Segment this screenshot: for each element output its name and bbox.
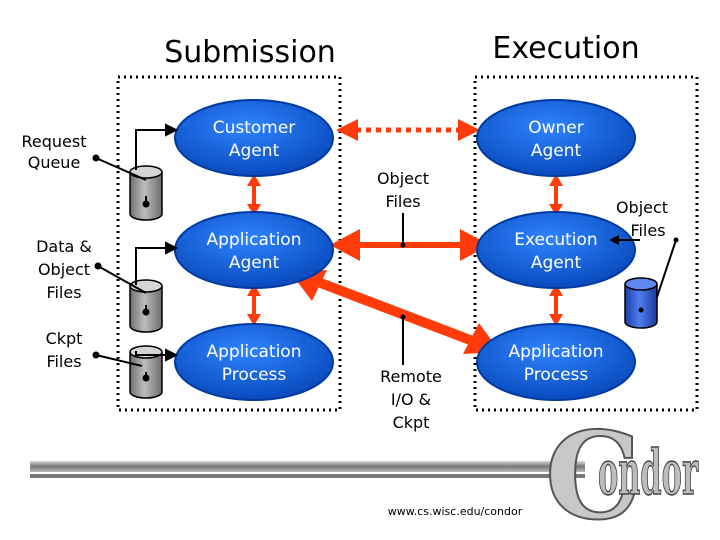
- owner-agent-line1: Owner: [528, 118, 584, 138]
- svg-text:Ckpt: Ckpt: [393, 413, 430, 432]
- svg-text:Queue: Queue: [28, 153, 81, 172]
- submission-process-line1: Application: [207, 342, 302, 362]
- condor-logo-initial: C: [545, 406, 641, 540]
- submission-application-process-node: Application Process: [174, 323, 334, 401]
- svg-text:Remote: Remote: [380, 367, 442, 386]
- left-connectors: [92, 123, 179, 382]
- submission-process-line2: Process: [222, 365, 287, 385]
- data-object-files-label: Data & Object Files: [36, 237, 92, 302]
- remote-io-ckpt-label: Remote I/O & Ckpt: [380, 314, 442, 432]
- svg-text:Object: Object: [616, 198, 668, 217]
- svg-text:Files: Files: [630, 221, 665, 240]
- customer-agent-line1: Customer: [213, 118, 296, 138]
- svg-text:Files: Files: [385, 192, 420, 211]
- condor-url-link[interactable]: www.cs.wisc.edu/condor: [388, 505, 523, 518]
- execution-agent-line2: Agent: [531, 253, 582, 273]
- application-agent-node: Application Agent: [174, 211, 334, 289]
- owner-agent-node: Owner Agent: [476, 99, 636, 177]
- submission-double-arrow-2: [247, 284, 261, 326]
- svg-text:I/O &: I/O &: [391, 390, 431, 409]
- submission-machine-box: [116, 75, 342, 412]
- request-queue-disk-icon: [129, 165, 163, 221]
- svg-text:Files: Files: [46, 352, 81, 371]
- condor-logo-rest: ondor: [598, 436, 699, 509]
- svg-text:Object: Object: [38, 260, 90, 279]
- application-agent-arrow: [330, 229, 490, 261]
- application-agent-line1: Application: [207, 230, 302, 250]
- execution-process-line1: Application: [509, 342, 604, 362]
- customer-owner-dotted-arrow: [336, 119, 480, 141]
- object-files-right-label: Object Files: [609, 198, 679, 301]
- execution-application-process-node: Application Process: [476, 323, 636, 401]
- request-queue-label: Request Queue: [22, 132, 87, 172]
- owner-agent-line2: Agent: [531, 141, 582, 161]
- object-files-center-label: Object Files: [377, 169, 429, 248]
- submission-double-arrow-1: [247, 174, 261, 216]
- ckpt-files-label: Ckpt Files: [46, 329, 83, 371]
- execution-process-line2: Process: [524, 365, 589, 385]
- execution-agent-node: Execution Agent: [476, 211, 636, 289]
- execution-title: Execution: [492, 31, 639, 66]
- svg-text:Object: Object: [377, 169, 429, 188]
- object-files-blue-disk-icon: [624, 277, 658, 329]
- svg-text:Data &: Data &: [36, 237, 92, 256]
- condor-logo-bar: [30, 461, 585, 478]
- svg-text:Request: Request: [22, 132, 87, 151]
- application-agent-line2: Agent: [229, 253, 280, 273]
- condor-logo: C ondor: [544, 405, 699, 540]
- submission-title: Submission: [164, 35, 336, 70]
- execution-double-arrow-2: [549, 284, 563, 326]
- execution-double-arrow-1: [549, 174, 563, 216]
- customer-agent-line2: Agent: [229, 141, 280, 161]
- customer-agent-node: Customer Agent: [174, 99, 334, 177]
- svg-text:Ckpt: Ckpt: [46, 329, 83, 348]
- execution-agent-line1: Execution: [514, 230, 597, 250]
- svg-text:Files: Files: [46, 283, 81, 302]
